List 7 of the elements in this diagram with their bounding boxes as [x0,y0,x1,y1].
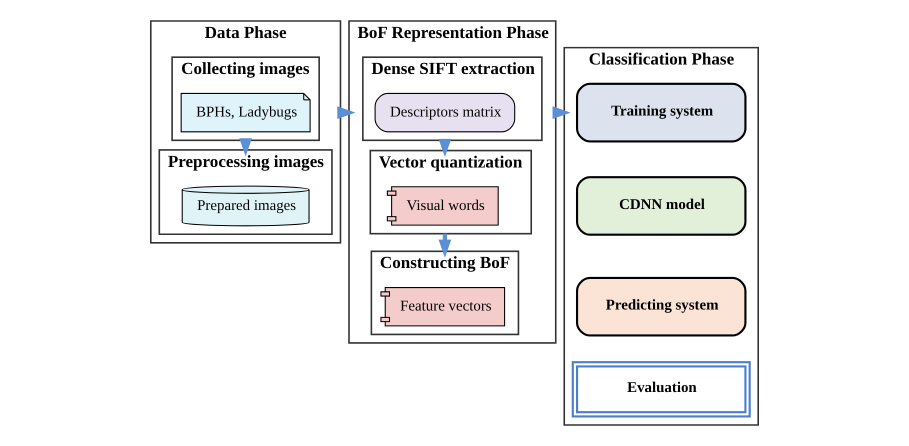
node-box: CDNN model [576,176,746,236]
node-box: Training system [576,82,746,142]
arrow [552,106,571,119]
node-box: Predicting system [576,276,746,337]
node-box: Evaluation [572,361,751,418]
arrow [337,106,356,119]
node-box: Descriptors matrix [374,92,516,132]
